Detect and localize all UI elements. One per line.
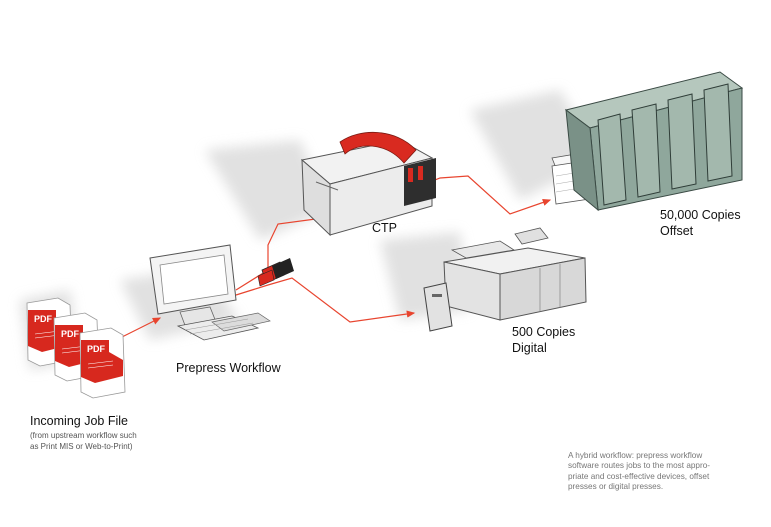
digital-press — [423, 227, 587, 332]
pdf-label: PDF — [34, 314, 53, 324]
caption-line: priate and cost-effective devices, offse… — [568, 472, 710, 481]
labels: CTP 50,000 Copies Offset 500 Copies Digi… — [30, 208, 741, 451]
label-digital-count: 500 Copies — [512, 325, 575, 339]
caption: A hybrid workflow: prepress workflow sof… — [568, 451, 710, 491]
arrow-prepress-to-ctp — [235, 215, 325, 291]
label-ctp: CTP — [372, 221, 397, 235]
pdf-file-stack: PDF PDF PDF — [26, 297, 126, 399]
offset-press — [551, 71, 744, 212]
caption-line: A hybrid workflow: prepress workflow — [568, 451, 702, 460]
arrow-pdf-to-prepress — [119, 317, 162, 339]
caption-line: presses or digital presses. — [568, 482, 663, 491]
pdf-label: PDF — [61, 329, 80, 339]
prepress-computer — [149, 244, 271, 341]
pdf-file-icon: PDF — [79, 327, 126, 399]
label-incoming-sub-1: (from upstream workflow such — [30, 431, 137, 440]
ctp-platesetter — [300, 132, 436, 237]
data-packet-icon — [257, 258, 294, 287]
label-offset-name: Offset — [660, 224, 694, 238]
label-offset-count: 50,000 Copies — [660, 208, 741, 222]
offset-units — [597, 83, 733, 206]
arrow-prepress-to-digital — [235, 277, 416, 323]
pdf-label: PDF — [87, 344, 106, 354]
label-incoming-sub-2: as Print MIS or Web-to-Print) — [30, 442, 133, 451]
label-incoming-title: Incoming Job File — [30, 414, 128, 428]
caption-line: software routes jobs to the most appro- — [568, 461, 710, 470]
label-digital-name: Digital — [512, 341, 547, 355]
label-prepress: Prepress Workflow — [176, 361, 282, 375]
